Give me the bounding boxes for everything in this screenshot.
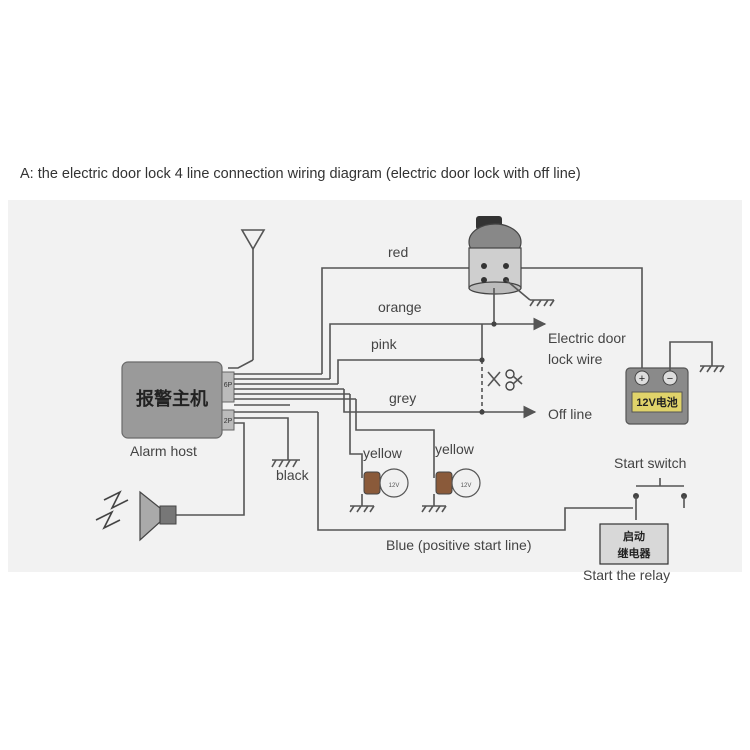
wire-yellow-right — [355, 399, 435, 478]
relay-label-line1: 启动 — [623, 529, 645, 543]
wire-blue — [317, 412, 633, 531]
start-relay-icon: 启动 继电器 — [599, 523, 669, 565]
door-lock-label-line2: lock wire — [548, 351, 603, 367]
ignition-lock-icon — [468, 216, 531, 324]
connector-6p — [221, 371, 235, 403]
wire-orange-label: orange — [378, 299, 422, 315]
lamp-left-label: 12V — [389, 483, 400, 489]
ground-symbol-black — [271, 459, 300, 468]
alarm-host-caption: Alarm host — [130, 443, 197, 459]
wire-black-label: black — [276, 467, 310, 483]
port-2p-label: 2P — [224, 418, 233, 425]
siren-icon — [95, 490, 177, 542]
battery-icon: + − 12V电池 — [625, 341, 713, 425]
wire-pink-label: pink — [371, 336, 398, 352]
wire-blue-label: Blue (positive start line) — [386, 537, 532, 553]
wire-red-battery — [520, 267, 643, 370]
battery-plus-label: + — [639, 373, 645, 385]
wire-red — [321, 267, 480, 374]
wire-red-label: red — [388, 244, 408, 260]
wire-yellow-left — [349, 394, 363, 478]
wire-orange — [329, 317, 547, 379]
lamp-right-label: 12V — [461, 483, 472, 489]
wire-grey — [343, 389, 537, 419]
port-6p-label: 6P — [224, 382, 233, 389]
lamp-right-icon: 12V — [421, 468, 481, 513]
start-switch-icon — [633, 478, 687, 520]
alarm-host-title: 报警主机 — [136, 388, 208, 409]
wire-pink — [337, 359, 482, 384]
alarm-host-unit: 6P 2P 报警主机 — [121, 361, 235, 439]
connector-2p — [221, 409, 235, 431]
wire-harness — [234, 373, 356, 419]
wire-yellow-right-label: yellow — [435, 441, 475, 457]
antenna-icon — [228, 229, 266, 369]
off-line-switch — [479, 321, 501, 415]
ground-symbol-lock — [529, 299, 555, 307]
relay-caption: Start the relay — [583, 567, 670, 583]
lamp-left-icon: 12V — [349, 468, 409, 513]
scissors-icon — [505, 369, 523, 391]
wire-black — [260, 417, 289, 460]
battery-minus-label: − — [667, 373, 673, 385]
ground-symbol-battery — [699, 365, 725, 373]
door-lock-label-line1: Electric door — [548, 330, 626, 346]
relay-label-line2: 继电器 — [618, 546, 652, 560]
start-switch-label: Start switch — [614, 455, 686, 471]
wire-grey-label: grey — [389, 390, 416, 406]
wire-siren — [175, 422, 245, 516]
wire-yellow-left-label: yellow — [363, 445, 403, 461]
battery-label: 12V电池 — [636, 395, 678, 409]
off-line-label: Off line — [548, 406, 592, 422]
diagram-heading: A: the electric door lock 4 line connect… — [20, 166, 581, 182]
